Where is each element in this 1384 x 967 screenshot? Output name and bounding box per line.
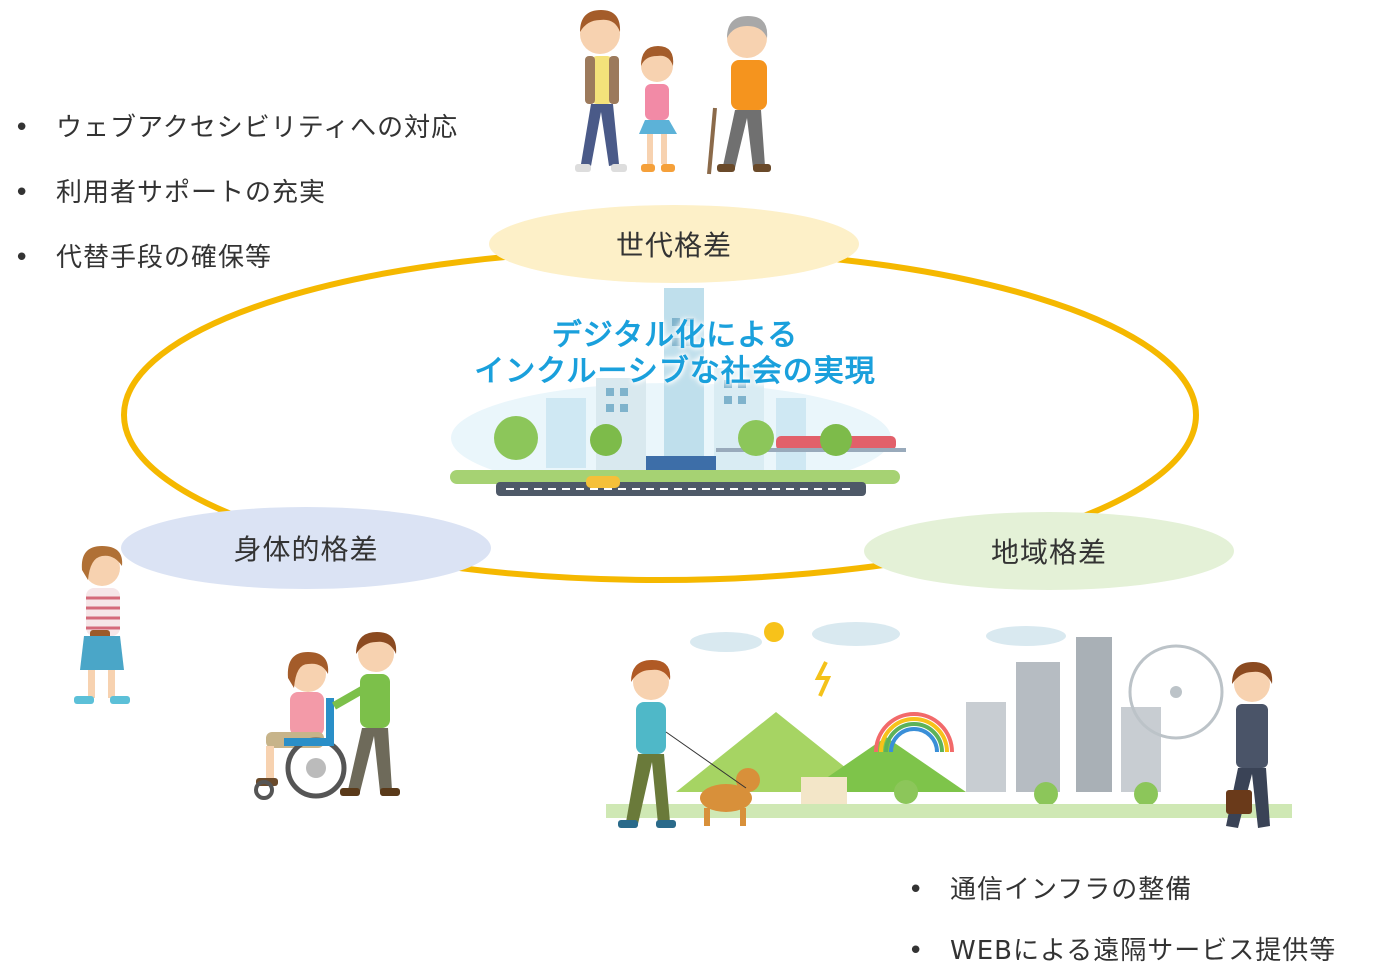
physical-gap-label: 身体的格差 — [121, 507, 491, 589]
center-title-line1: デジタル化による — [551, 318, 799, 353]
list-item: •利用者サポートの充実 — [14, 178, 327, 208]
list-item: •WEBによる遠隔サービス提供等 — [908, 936, 1337, 966]
list-item: •代替手段の確保等 — [14, 243, 273, 273]
center-title: デジタル化による インクルーシブな社会の実現 — [440, 318, 910, 390]
list-item: •ウェブアクセシビリティへの対応 — [14, 113, 459, 143]
center-title-line2: インクルーシブな社会の実現 — [474, 354, 876, 389]
woman-walking-illustration — [74, 546, 130, 704]
generation-gap-label: 世代格差 — [489, 205, 859, 283]
smart-city-illustration — [436, 288, 906, 496]
wheelchair-assist-illustration — [254, 632, 400, 800]
right-bullet-list: •通信インフラの整備 •WEBによる遠隔サービス提供等 — [908, 874, 1336, 967]
regional-gap-label: 地域格差 — [864, 512, 1234, 590]
family-walking-illustration — [575, 10, 771, 175]
list-item: •通信インフラの整備 — [908, 875, 1193, 905]
left-bullet-list: •ウェブアクセシビリティへの対応 •利用者サポートの充実 •代替手段の確保等 — [14, 112, 458, 274]
town-landscape-illustration — [606, 622, 1292, 828]
